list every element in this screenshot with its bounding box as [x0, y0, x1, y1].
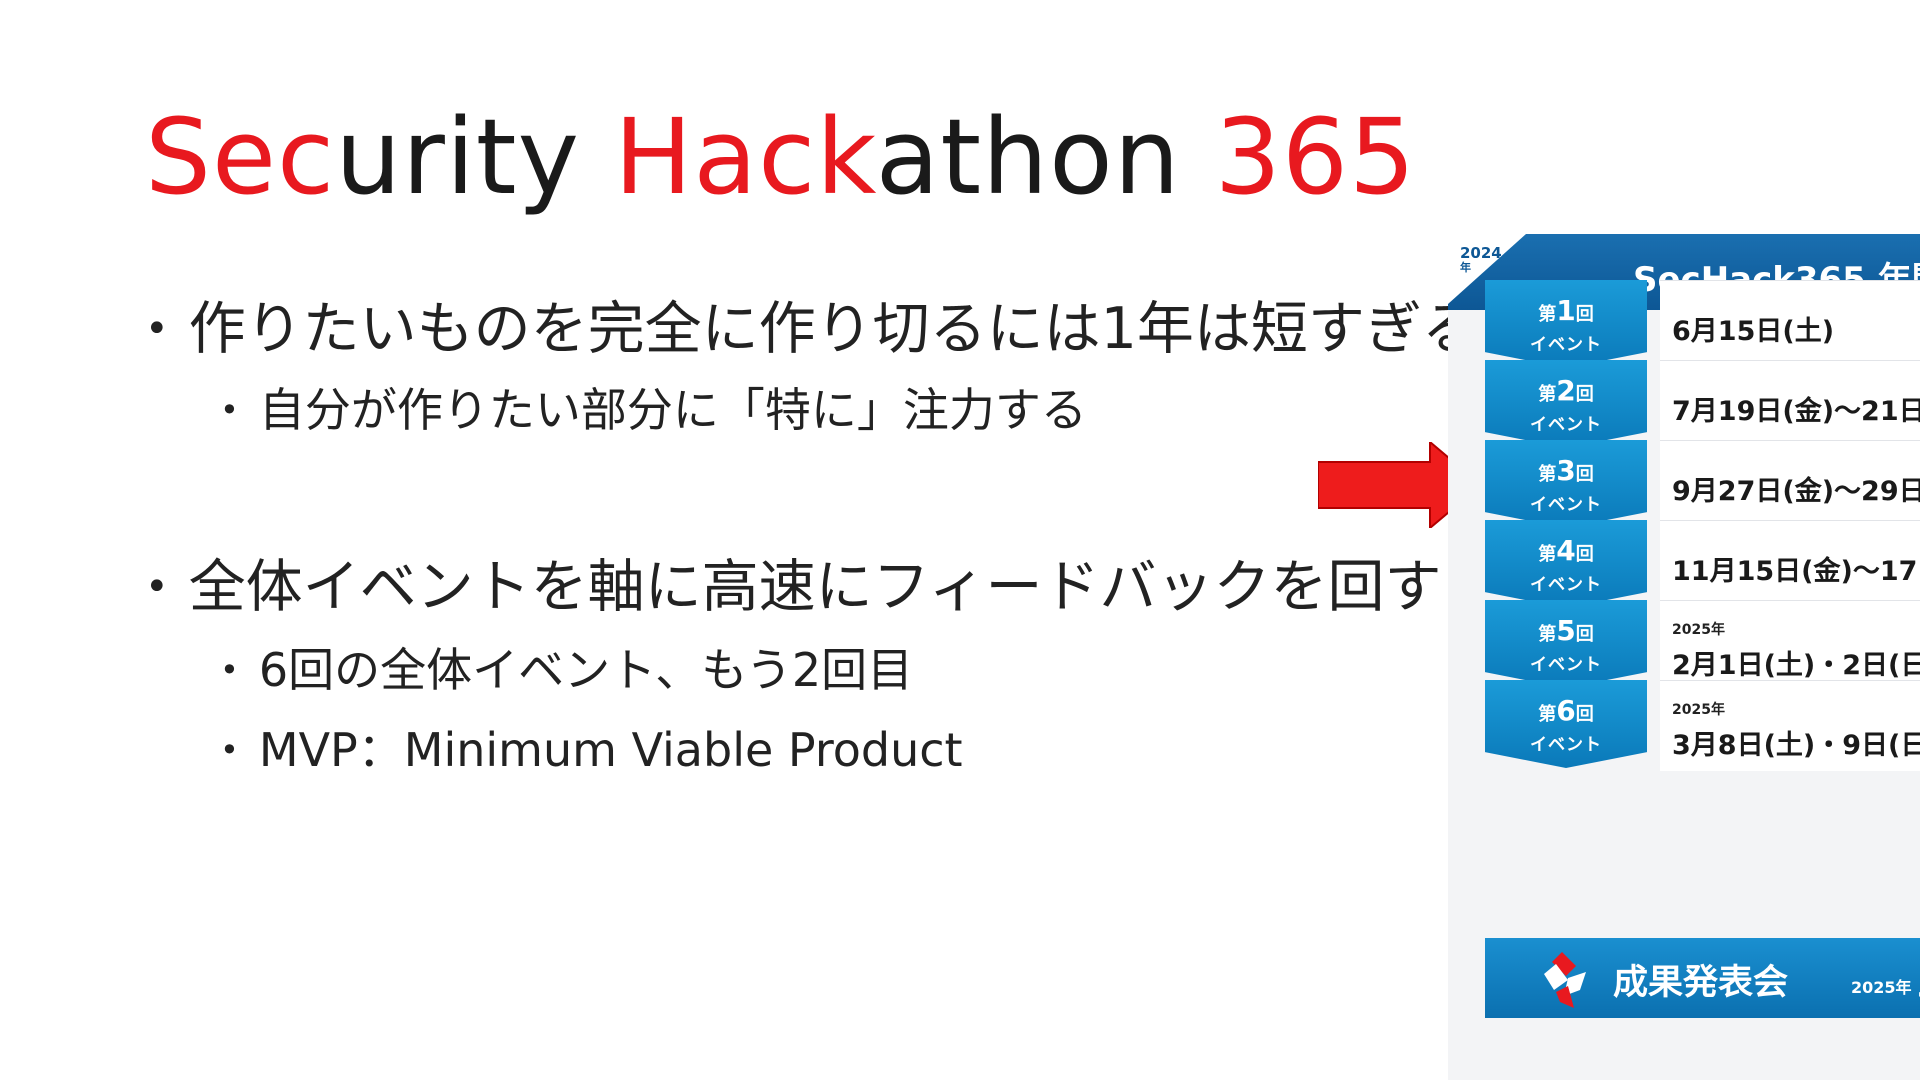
event-badge: 第5回イベント: [1485, 600, 1647, 688]
title-segment: athon: [875, 96, 1215, 218]
event-label: イベント: [1530, 655, 1602, 675]
event-year: 2025年: [1672, 702, 1725, 718]
bullet-1: 作りたいものを完全に作り切るには1年は短すぎる: [145, 295, 1479, 363]
title-segment: urity: [335, 96, 615, 218]
event-number: 第6回: [1538, 694, 1594, 727]
event-date: 6月15日(土): [1672, 316, 1835, 347]
slide-title: Security Hackathon 365: [145, 100, 1416, 214]
event-badge: 第4回イベント: [1485, 520, 1647, 608]
event-label: イベント: [1530, 415, 1602, 435]
final-presentation-banner: 成果発表会 2025年 3: [1485, 938, 1920, 1018]
event-date-cell: 9月27日(金)～29日(日): [1660, 440, 1920, 531]
event-date-cell: 6月15日(土): [1660, 280, 1920, 371]
event-row: 第1回イベント 6月15日(土): [1485, 280, 1920, 371]
event-badge: 第1回イベント: [1485, 280, 1647, 368]
event-badge: 第2回イベント: [1485, 360, 1647, 448]
title-segment: Sec: [145, 96, 336, 218]
event-date: 11月15日(金)～17日(日): [1672, 556, 1920, 587]
event-badge: 第6回イベント: [1485, 680, 1647, 768]
event-date: 9月27日(金)～29日(日): [1672, 476, 1920, 507]
event-label: イベント: [1530, 495, 1602, 515]
event-row: 第6回イベント 2025年 3月8日(土)・9日(日): [1485, 680, 1920, 771]
final-date: 2025年 3: [1851, 970, 1920, 1005]
year-badge: 2024 年: [1460, 244, 1502, 274]
event-number: 第2回: [1538, 374, 1594, 407]
event-badge: 第3回イベント: [1485, 440, 1647, 528]
event-year: 2025年: [1672, 622, 1725, 638]
final-title: 成果発表会: [1613, 963, 1789, 1003]
event-label: イベント: [1530, 335, 1602, 355]
event-label: イベント: [1530, 575, 1602, 595]
title-segment: Hack: [614, 96, 876, 218]
event-number: 第4回: [1538, 534, 1594, 567]
sub-bullet-1-1: 自分が作りたい部分に「特に」注力する: [220, 383, 1087, 438]
sechack-logo-icon: [1544, 952, 1586, 1008]
sub-bullet-2-2: MVP：Minimum Viable Product: [220, 723, 963, 778]
event-number: 第1回: [1538, 294, 1594, 327]
event-date-cell: 7月19日(金)～21日(日): [1660, 360, 1920, 451]
event-date: 2月1日(土)・2日(日): [1672, 650, 1920, 681]
event-number: 第5回: [1538, 614, 1594, 647]
event-date: 3月8日(土)・9日(日): [1672, 730, 1920, 761]
event-date-cell: 2025年 2月1日(土)・2日(日): [1660, 600, 1920, 691]
bullet-2: 全体イベントを軸に高速にフィードバックを回す: [145, 553, 1442, 621]
sub-bullet-2-1: 6回の全体イベント、もう2回目: [220, 643, 913, 698]
event-row: 第5回イベント 2025年 2月1日(土)・2日(日): [1485, 600, 1920, 691]
event-number: 第3回: [1538, 454, 1594, 487]
event-date-cell: 11月15日(金)～17日(日): [1660, 520, 1920, 611]
title-segment: 365: [1214, 96, 1417, 218]
event-date-cell: 2025年 3月8日(土)・9日(日): [1660, 680, 1920, 771]
event-date: 7月19日(金)～21日(日): [1672, 396, 1920, 427]
schedule-panel: 2024 年 SecHack365 年間 第1回イベント6月15日(土)第2回イ…: [1448, 234, 1920, 1080]
event-label: イベント: [1530, 735, 1602, 755]
